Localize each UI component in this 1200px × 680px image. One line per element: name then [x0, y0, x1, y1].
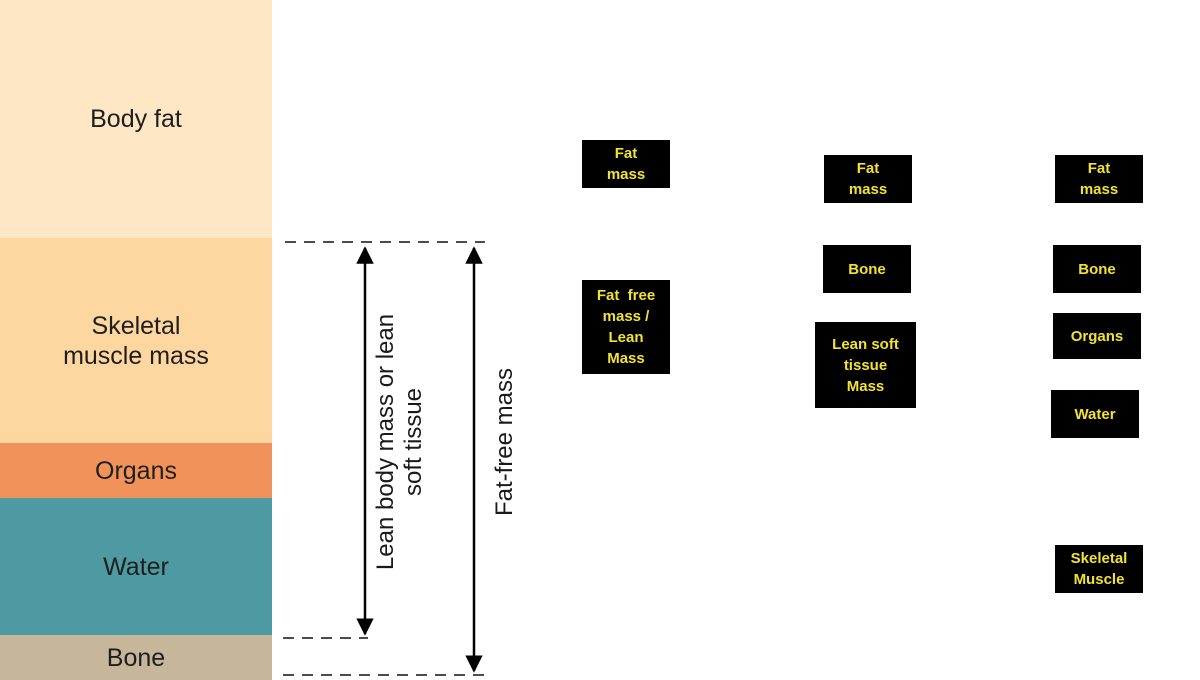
body-fat-band: Body fat — [0, 0, 272, 238]
organs-label: Organs — [95, 456, 177, 485]
lean-body-mass-label: Lean body mass or lean soft tissue — [372, 313, 427, 571]
bone-label: Bone — [106, 643, 166, 672]
fig3-fat-mass-text: Fat mass — [1079, 160, 1119, 198]
fig3-skeletal-muscle-tag: Skeletal Muscle — [1055, 545, 1143, 593]
fig1-ffm-text: Fat free mass / Lean Mass — [596, 287, 656, 367]
fig2-fat-mass-text: Fat mass — [848, 160, 888, 198]
fig3-fat-mass-tag: Fat mass — [1055, 155, 1143, 203]
fig3-water-tag: Water — [1051, 390, 1139, 438]
fig1-fat-mass-tag: Fat mass — [582, 140, 670, 188]
fig1-ffm-tag: Fat free mass / Lean Mass — [582, 280, 670, 374]
fig3-skeletal-muscle-text: Skeletal Muscle — [1070, 550, 1128, 588]
fig3-water-arm-left — [982, 357, 1020, 427]
fig3-water-text: Water — [1074, 405, 1116, 423]
fig1-fat-mass-text: Fat mass — [606, 145, 646, 183]
fig2-fat-mass-tag: Fat mass — [824, 155, 912, 203]
fig2-bone-tag: Bone — [823, 245, 911, 293]
water-band: Water — [0, 498, 272, 635]
skeletal-muscle-label: Skeletal muscle mass — [63, 311, 209, 370]
fig3-bone-tag: Bone — [1053, 245, 1141, 293]
fig3-water-arm-right — [1178, 357, 1200, 427]
water-label: Water — [103, 552, 169, 581]
fig2-lean-tissue-tag: Lean soft tissue Mass — [815, 322, 916, 408]
fig2-lean-tissue-text: Lean soft tissue Mass — [832, 335, 899, 395]
fig3-organs-tag: Organs — [1053, 313, 1141, 359]
bone-band: Bone — [0, 635, 272, 680]
fig3-organs-text: Organs — [1070, 327, 1124, 345]
organs-band: Organs — [0, 443, 272, 498]
body-fat-label: Body fat — [90, 105, 182, 133]
composition-bar: Body fat Skeletal muscle mass Organs Wat… — [0, 0, 272, 680]
fig1-fat-region — [514, 16, 748, 227]
skeletal-muscle-band: Skeletal muscle mass — [0, 238, 272, 443]
fat-free-mass-label: Fat-free mass — [491, 367, 518, 517]
fig2-bone-text: Bone — [848, 260, 886, 278]
fig3-bone-text: Bone — [1078, 260, 1116, 278]
